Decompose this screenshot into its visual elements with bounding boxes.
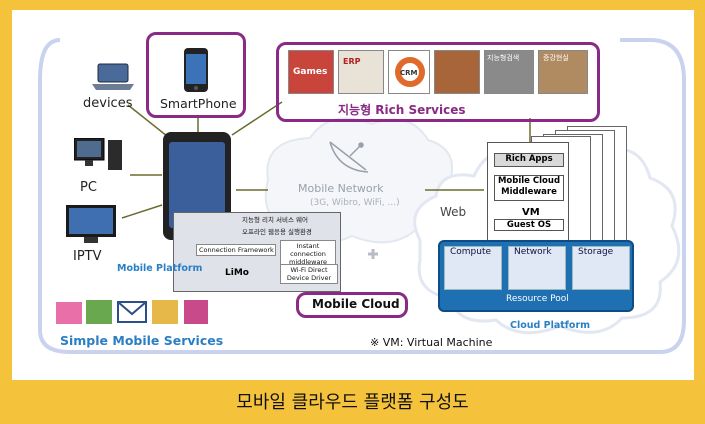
- layer-instant-connection: Instant connection middleware: [280, 240, 336, 268]
- middleware-row: Mobile Cloud Middleware: [494, 175, 564, 201]
- smartphone-label: SmartPhone: [160, 96, 237, 111]
- storage-box: [572, 246, 630, 290]
- figure-caption: 모바일 클라우드 플랫폼 구성도: [236, 392, 469, 413]
- layer-connection-framework: Connection Framework: [196, 244, 276, 256]
- plus-icon: [368, 249, 378, 259]
- layer-offline-web: 오프라인 웹응용 실행환경: [242, 228, 312, 236]
- iptv-label: IPTV: [73, 249, 102, 264]
- thumb-crm: CRM: [388, 50, 430, 94]
- pc-label: PC: [80, 180, 97, 195]
- network-label: Network: [514, 247, 552, 257]
- cloud-platform-label: Cloud Platform: [510, 320, 591, 331]
- rich-services-title: 지능형 Rich Services: [338, 103, 466, 117]
- arrow-iptv-phone: [121, 204, 163, 219]
- guest-os-row: Guest OS: [494, 219, 564, 231]
- laptop-devices-icon: [92, 63, 134, 90]
- mobile-cloud-label: Mobile Cloud: [312, 297, 400, 311]
- footnote: ※ VM: Virtual Machine: [370, 336, 493, 349]
- resource-pool-label: Resource Pool: [506, 294, 569, 304]
- smartphone-box: [146, 32, 246, 118]
- web-label: Web: [440, 205, 467, 219]
- arrow-phone-rich: [231, 101, 283, 136]
- compute-box: [444, 246, 502, 290]
- pc-icon: [74, 138, 122, 170]
- mobile-cloud-box: [296, 292, 408, 318]
- vm-label: VM: [522, 207, 540, 218]
- layer-limo: LiMo: [225, 268, 249, 278]
- network-subtitle: (3G, Wibro, WiFi, ...): [310, 198, 400, 208]
- mobile-platform-label: Mobile Platform: [117, 263, 203, 274]
- network-box: [508, 246, 566, 290]
- simple-services-icons: [56, 300, 208, 324]
- rich-apps-row: Rich Apps: [494, 153, 564, 167]
- rich-services-box: [276, 42, 600, 122]
- storage-label: Storage: [578, 247, 614, 257]
- thumb-games: Games: [288, 50, 334, 94]
- smartphone-icon: [184, 48, 208, 92]
- thumb-edu: [434, 50, 480, 94]
- layer-wifi-driver: Wi-Fi Direct Device Driver: [280, 264, 338, 284]
- satellite-dish-icon: [329, 141, 369, 173]
- devices-label: devices: [83, 96, 133, 111]
- network-title: Mobile Network: [298, 182, 384, 195]
- folder-icon: [152, 300, 178, 324]
- tv-icon: [66, 205, 116, 243]
- simple-services-label: Simple Mobile Services: [60, 333, 224, 348]
- thumb-search: 지능형검색: [484, 50, 534, 94]
- thumb-ar: 증강현실: [538, 50, 588, 94]
- compute-label: Compute: [450, 247, 492, 257]
- layer-rich-service: 지능형 리치 서비스 웨어: [242, 216, 308, 224]
- thumb-erp: ERP: [338, 50, 384, 94]
- outer-rounded-outline: [38, 38, 686, 354]
